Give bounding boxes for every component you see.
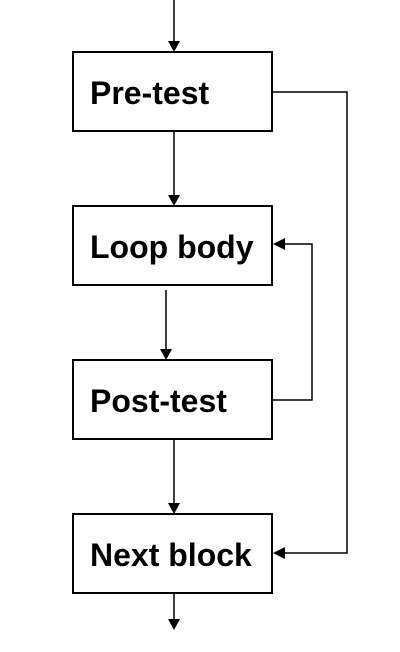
block-pre-test-label: Pre-test (90, 75, 210, 111)
block-post-test: Post-test (72, 359, 273, 440)
edge-post-test-to-next-block (168, 439, 180, 514)
arrowhead-icon (160, 349, 172, 360)
arrowhead-icon (168, 195, 180, 206)
block-pre-test: Pre-test (72, 51, 273, 132)
edge-post-test-to-loop-body (272, 238, 313, 401)
edge-entry-to-pre-test (168, 0, 180, 52)
edge-pre-test-to-next-block (272, 91, 348, 559)
edge-pre-test-to-loop-body (168, 131, 180, 206)
block-loop-body: Loop body (72, 205, 273, 286)
block-loop-body-label: Loop body (90, 229, 254, 265)
arrowhead-icon (273, 238, 285, 250)
edge-loop-body-to-post-test (160, 290, 172, 360)
edge-next-block-to-exit (168, 593, 180, 630)
arrowhead-icon (168, 503, 180, 514)
block-next-block-label: Next block (90, 537, 252, 573)
arrowhead-icon (168, 619, 180, 630)
block-post-test-label: Post-test (90, 383, 227, 419)
block-next-block: Next block (72, 513, 273, 594)
arrowhead-icon (168, 41, 180, 52)
arrowhead-icon (273, 547, 285, 559)
